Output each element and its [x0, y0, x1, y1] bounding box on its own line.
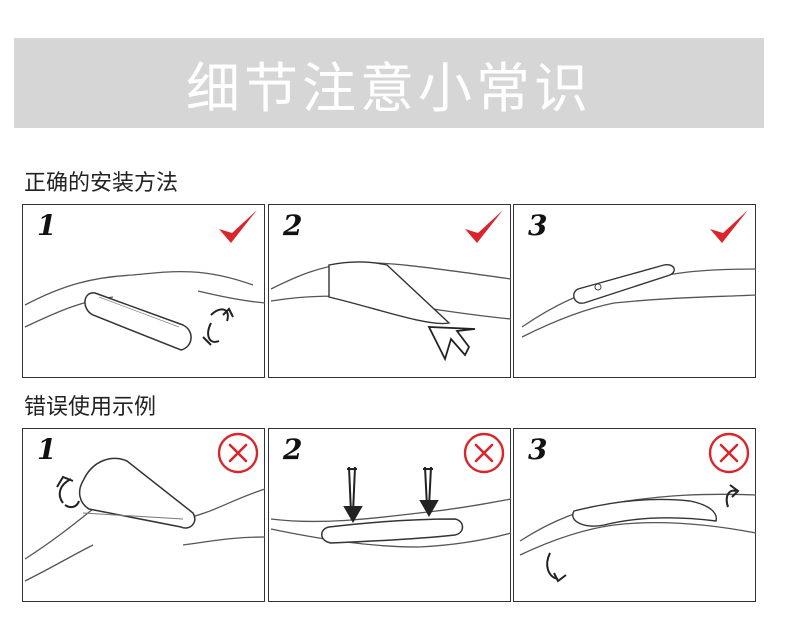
- circle-x-icon: [708, 432, 750, 474]
- correct-step-3-panel: 3: [513, 204, 757, 378]
- band-illustration: [24, 270, 266, 351]
- step-number: 2: [283, 433, 303, 466]
- checkmark-icon: [710, 210, 748, 243]
- band-illustration: [519, 484, 757, 583]
- checkmark-icon: [219, 210, 257, 243]
- band-illustration: [270, 261, 512, 362]
- step-number: 2: [283, 209, 303, 242]
- section-label-wrong: 错误使用示例: [24, 395, 157, 420]
- wrong-step-1-panel: 1: [22, 428, 266, 602]
- band-illustration: [521, 263, 757, 338]
- banner-title: 细节注意小常识: [186, 56, 592, 120]
- band-illustration: [270, 466, 512, 548]
- step-number: 3: [528, 209, 548, 242]
- correct-step-1-panel: 1: [22, 204, 266, 378]
- section-label-correct: 正确的安装方法: [24, 171, 179, 196]
- header-banner: 细节注意小常识: [14, 38, 764, 128]
- wrong-step-3-panel: 3: [513, 428, 757, 602]
- circle-x-icon: [217, 432, 259, 474]
- wrong-step-2-panel: 2: [268, 428, 512, 602]
- circle-x-icon: [463, 432, 505, 474]
- correct-step-2-panel: 2: [268, 204, 512, 378]
- step-number: 1: [37, 209, 57, 242]
- step-number: 1: [37, 433, 57, 466]
- band-illustration: [24, 457, 266, 582]
- step-number: 3: [528, 433, 548, 466]
- checkmark-icon: [465, 210, 503, 243]
